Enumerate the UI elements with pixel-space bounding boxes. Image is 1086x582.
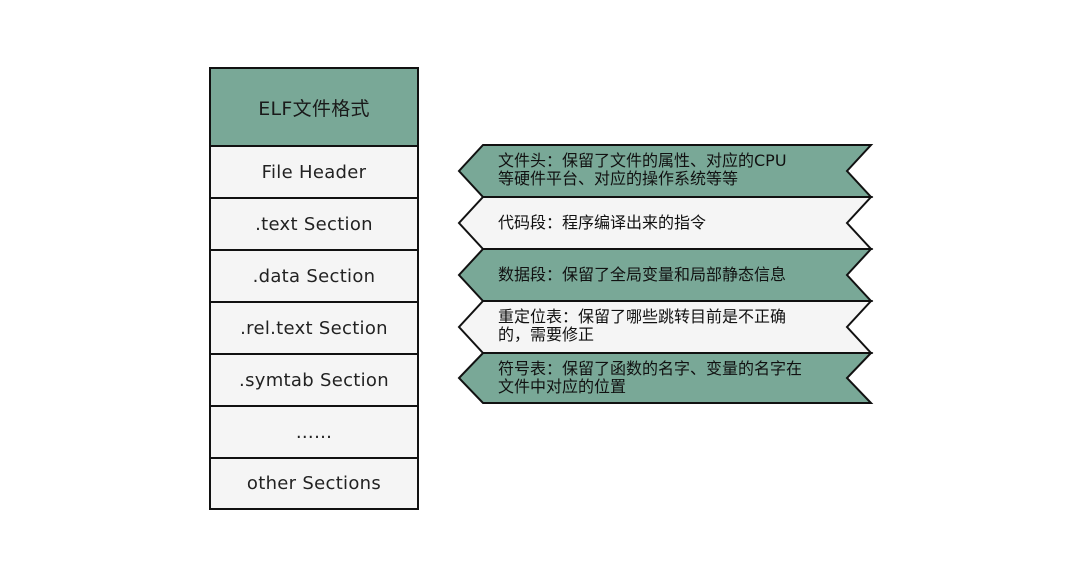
tag-rel-text-section: 重定位表：保留了哪些跳转目前是不正确 的，需要修正 [498, 308, 848, 344]
tag-file-header-line1: 文件头：保留了文件的属性、对应的CPU [498, 151, 787, 170]
tag-data-section: 数据段：保留了全局变量和局部静态信息 [498, 266, 848, 284]
row-rel-text-section: .rel.text Section [211, 301, 417, 353]
tag-shape-symtab-section [457, 352, 874, 404]
row-ellipsis: …… [211, 405, 417, 457]
tag-rel-text-section-line2: 的，需要修正 [498, 325, 595, 344]
tag-text-section-line1: 代码段：程序编译出来的指令 [498, 213, 707, 232]
row-symtab-section: .symtab Section [211, 353, 417, 405]
elf-format-title: ELF文件格式 [211, 69, 417, 145]
tag-symtab-section-line2: 文件中对应的位置 [498, 377, 627, 396]
tag-symtab-section-line1: 符号表：保留了函数的名字、变量的名字在 [498, 359, 803, 378]
tag-file-header: 文件头：保留了文件的属性、对应的CPU 等硬件平台、对应的操作系统等等 [498, 152, 848, 188]
tag-symtab-section: 符号表：保留了函数的名字、变量的名字在 文件中对应的位置 [498, 360, 848, 396]
tag-text-section: 代码段：程序编译出来的指令 [498, 214, 848, 232]
row-data-section: .data Section [211, 249, 417, 301]
tag-file-header-line2: 等硬件平台、对应的操作系统等等 [498, 169, 739, 188]
tag-rel-text-section-line1: 重定位表：保留了哪些跳转目前是不正确 [498, 307, 787, 326]
row-other-sections: other Sections [211, 457, 417, 508]
row-text-section: .text Section [211, 197, 417, 249]
row-file-header: File Header [211, 145, 417, 197]
elf-format-stack: ELF文件格式 File Header .text Section .data … [209, 67, 419, 510]
tag-data-section-line1: 数据段：保留了全局变量和局部静态信息 [498, 265, 787, 284]
